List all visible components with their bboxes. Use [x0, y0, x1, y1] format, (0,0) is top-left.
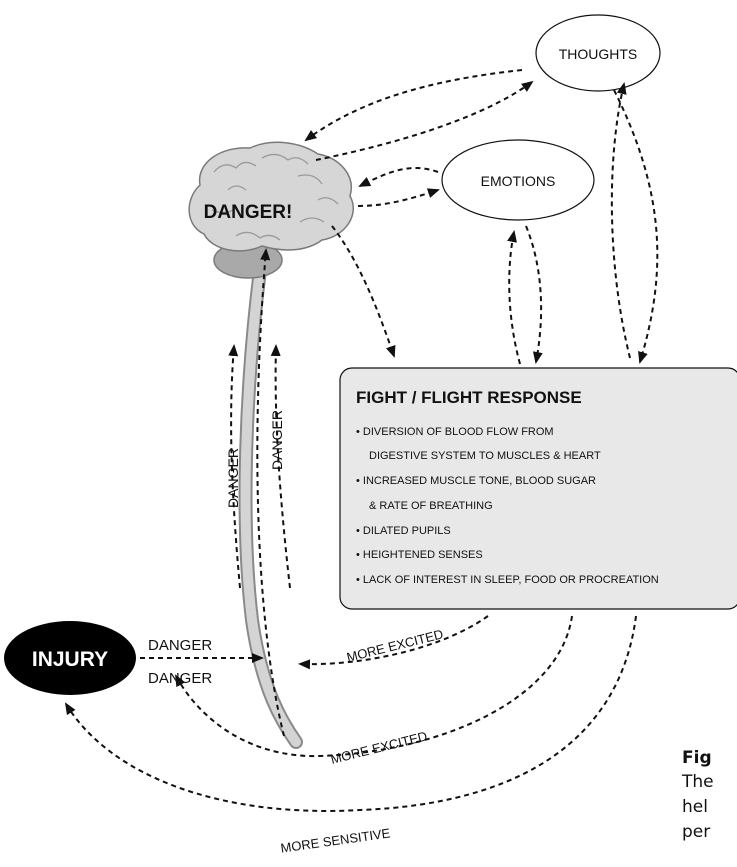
injury-node: [4, 621, 136, 695]
arrow-thoughts-to-response: [613, 89, 659, 364]
response-line-5: • DILATED PUPILS: [356, 525, 451, 537]
more-excited-label-1: MORE EXCITED: [345, 626, 445, 664]
arrow-brain-to-emotions: [357, 188, 440, 207]
response-line-2: DIGESTIVE SYSTEM TO MUSCLES & HEART: [369, 450, 601, 462]
injury-danger-bottom-label: DANGER: [148, 670, 212, 687]
response-line-4: & RATE OF BREATHING: [369, 500, 493, 512]
response-title: FIGHT / FLIGHT RESPONSE: [356, 388, 582, 407]
arrow-response-to-thoughts: [610, 82, 631, 359]
spinal-cord-inner: [240, 265, 301, 747]
figure-caption-line-1: The: [682, 772, 714, 792]
spinal-right-label: DANGER: [269, 410, 285, 470]
arrow-response-to-injury-excited: [175, 615, 573, 758]
emotions-label: EMOTIONS: [481, 173, 556, 189]
arrow-response-to-emotions: [507, 230, 521, 365]
response-box: [339, 367, 737, 610]
spinal-left-label: DANGER: [225, 448, 241, 508]
thoughts-label: THOUGHTS: [559, 46, 638, 62]
brain-label: DANGER!: [204, 202, 293, 223]
arrow-response-to-injury-sensitive: [64, 615, 637, 812]
arrow-response-to-spinal: [298, 615, 489, 670]
injury-danger-top-label: DANGER: [148, 637, 212, 654]
emotions-node: [441, 139, 595, 221]
response-line-1: • DIVERSION OF BLOOD FLOW FROM: [356, 426, 554, 438]
arrow-brain-to-response: [331, 225, 396, 358]
arrow-spinal-right-up: [270, 344, 291, 589]
thoughts-node: [535, 14, 661, 92]
arrow-thoughts-to-brain: [304, 69, 523, 142]
response-line-3: • INCREASED MUSCLE TONE, BLOOD SUGAR: [356, 475, 596, 487]
brain-node: [188, 141, 355, 279]
arrow-spinal-center-up: [256, 248, 285, 737]
arrow-spinal-left-up: [228, 344, 241, 589]
figure-caption-line-3: per: [682, 822, 711, 842]
arrow-brain-to-thoughts: [315, 80, 534, 161]
more-sensitive-label: MORE SENSITIVE: [280, 825, 392, 855]
more-excited-label-2: MORE EXCITED: [329, 728, 429, 766]
response-line-6: • HEIGHTENED SENSES: [356, 549, 483, 561]
figure-caption-line-2: hel: [682, 797, 708, 817]
arrow-emotions-to-brain: [358, 166, 439, 187]
figure-caption-title: Fig: [682, 748, 712, 768]
brain-folds: [211, 153, 339, 241]
injury-label: INJURY: [32, 648, 108, 671]
arrow-emotions-to-response: [525, 225, 543, 364]
brain-shape: [188, 141, 355, 252]
response-line-7: • LACK OF INTEREST IN SLEEP, FOOD OR PRO…: [356, 574, 659, 586]
